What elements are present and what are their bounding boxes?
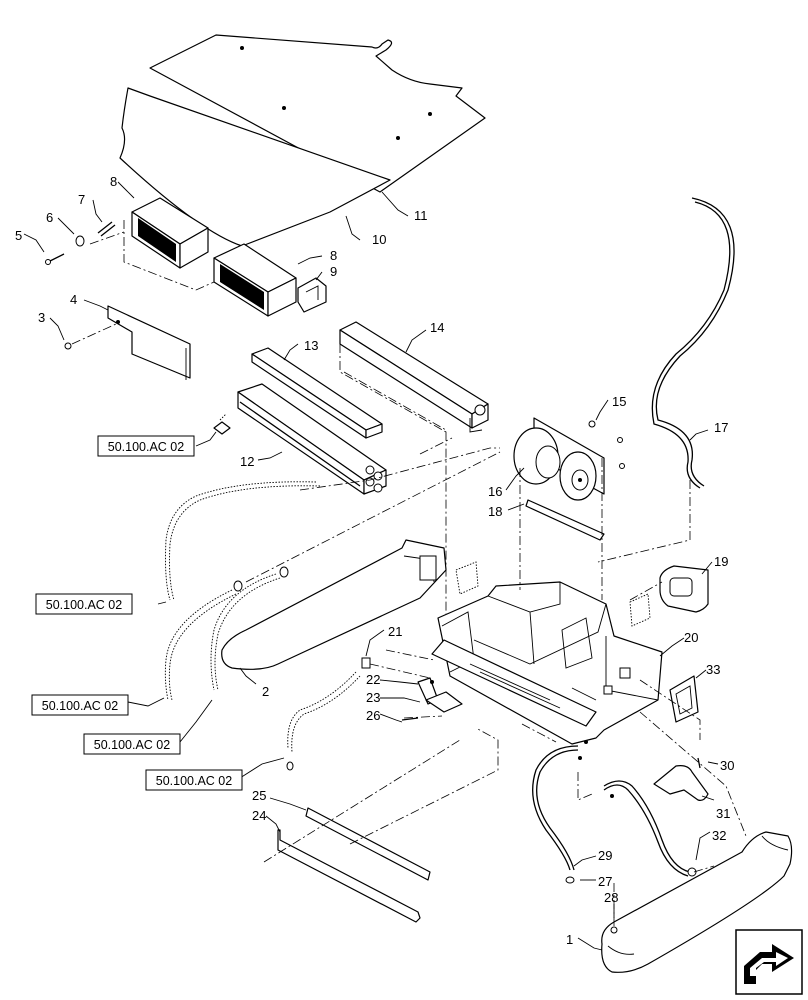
part-8-vent-lower xyxy=(213,243,297,317)
part-7-pin xyxy=(97,221,116,237)
callout-21: 21 xyxy=(388,624,402,639)
callout-24: 24 xyxy=(252,808,266,823)
callout-9: 9 xyxy=(330,264,337,279)
callout-31: 31 xyxy=(716,806,730,821)
part-21-connector xyxy=(361,657,371,669)
ref-box-5[interactable]: 50.100.AC 02 xyxy=(145,769,243,791)
ref-box-1[interactable]: 50.100.AC 02 xyxy=(97,435,195,457)
callout-11: 11 xyxy=(414,208,428,223)
callout-33: 33 xyxy=(706,662,720,677)
callout-16: 16 xyxy=(488,484,502,499)
callout-26: 26 xyxy=(366,708,380,723)
callout-3: 3 xyxy=(38,310,45,325)
callout-27: 27 xyxy=(598,874,612,889)
ref-text-5: 50.100.AC 02 xyxy=(156,774,232,788)
part-1-lower-duct xyxy=(601,831,793,973)
part-12-valve xyxy=(213,413,231,435)
part-31-bracket xyxy=(653,765,709,801)
callout-20: 20 xyxy=(684,630,698,645)
callout-4: 4 xyxy=(70,292,77,307)
part-3-screw xyxy=(64,323,117,350)
callout-29: 29 xyxy=(598,848,612,863)
callout-numbers: 1 2 3 4 5 6 7 8 8 9 10 11 12 13 14 15 16… xyxy=(15,174,734,947)
ref-box-2[interactable]: 50.100.AC 02 xyxy=(35,593,133,615)
part-16-blower xyxy=(513,417,625,501)
part-10-headliner xyxy=(119,87,391,247)
part-2-air-duct xyxy=(221,539,447,670)
ref-text-2: 50.100.AC 02 xyxy=(46,598,122,612)
part-13-foam-strip xyxy=(251,347,383,439)
callout-2: 2 xyxy=(262,684,269,699)
callout-22: 22 xyxy=(366,672,380,687)
callout-10: 10 xyxy=(372,232,386,247)
callout-18: 18 xyxy=(488,504,502,519)
callout-23: 23 xyxy=(366,690,380,705)
callout-13: 13 xyxy=(304,338,318,353)
part-27-clamp xyxy=(565,876,575,884)
callout-32: 32 xyxy=(712,828,726,843)
callout-14: 14 xyxy=(430,320,444,335)
callout-7: 7 xyxy=(78,192,85,207)
callout-6: 6 xyxy=(46,210,53,225)
part-9-clip xyxy=(297,277,327,313)
ref-text-1: 50.100.AC 02 xyxy=(108,440,184,454)
part-32-tube xyxy=(603,780,697,877)
leader-lines xyxy=(23,181,719,951)
callout-8b: 8 xyxy=(330,248,337,263)
part-14-evaporator xyxy=(339,321,489,433)
assembly-lines xyxy=(245,344,747,926)
callout-19: 19 xyxy=(714,554,728,569)
part-11-roof-panel xyxy=(149,34,486,193)
part-5-screw xyxy=(45,253,65,265)
part-25-strip xyxy=(305,807,431,881)
callout-30: 30 xyxy=(720,758,734,773)
part-30-screw xyxy=(697,757,701,769)
part-23-bracket xyxy=(425,691,463,713)
callout-25: 25 xyxy=(252,788,266,803)
ref-text-4: 50.100.AC 02 xyxy=(94,738,170,752)
part-29-drain-tube xyxy=(532,745,579,871)
callout-17: 17 xyxy=(714,420,728,435)
part-6-washer xyxy=(75,235,85,247)
part-12-heater-core xyxy=(237,383,387,495)
callout-28: 28 xyxy=(604,890,618,905)
part-4-plate xyxy=(107,305,191,380)
callout-8a: 8 xyxy=(110,174,117,189)
part-24-strip xyxy=(277,829,421,923)
next-arrow-icon[interactable] xyxy=(735,929,803,995)
part-26-screw xyxy=(401,717,419,721)
part-18-seal xyxy=(525,499,605,541)
part-28-screw xyxy=(610,926,618,934)
ref-text-3: 50.100.AC 02 xyxy=(42,699,118,713)
callout-15: 15 xyxy=(612,394,626,409)
part-17-hose xyxy=(651,197,735,489)
ref-box-4[interactable]: 50.100.AC 02 xyxy=(83,733,181,755)
ref-box-3[interactable]: 50.100.AC 02 xyxy=(31,694,129,716)
callout-1: 1 xyxy=(566,932,573,947)
callout-5: 5 xyxy=(15,228,22,243)
part-19-duct-elbow xyxy=(659,565,709,613)
callout-12: 12 xyxy=(240,454,254,469)
part-33-gasket xyxy=(669,675,699,723)
hoses-left xyxy=(164,481,361,771)
part-8-vent-upper xyxy=(131,197,209,269)
part-20-housing xyxy=(431,581,663,745)
